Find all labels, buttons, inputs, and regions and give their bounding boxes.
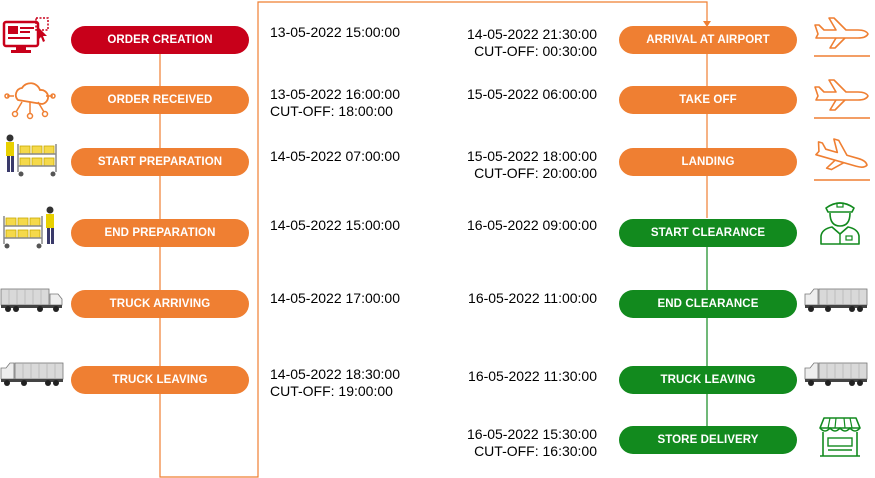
step-truck-leaving: TRUCK LEAVING xyxy=(71,366,249,394)
step-time: 16-05-2022 15:30:00 CUT-OFF: 16:30:00 xyxy=(397,426,597,460)
timestamp: 14-05-2022 17:00:00 xyxy=(270,290,400,306)
timestamp: 16-05-2022 11:00:00 xyxy=(468,290,597,306)
step-end-preparation: END PREPARATION xyxy=(71,219,249,247)
timestamp: 15-05-2022 06:00:00 xyxy=(467,86,597,102)
truck-icon xyxy=(804,360,868,388)
timestamp: 15-05-2022 18:00:00 xyxy=(467,148,597,164)
customs-officer-icon xyxy=(818,196,862,246)
step-label: LANDING xyxy=(681,156,735,168)
step-label: START CLEARANCE xyxy=(650,227,766,239)
step-order-creation: ORDER CREATION xyxy=(71,26,249,54)
step-order-received: ORDER RECEIVED xyxy=(71,86,249,114)
step-label: TRUCK LEAVING xyxy=(112,374,208,386)
timestamp: 13-05-2022 15:00:00 xyxy=(270,24,400,40)
step-time: 13-05-2022 15:00:00 xyxy=(270,24,400,41)
step-label: ORDER CREATION xyxy=(107,34,213,46)
step-label: TAKE OFF xyxy=(679,94,737,106)
cart-worker-icon xyxy=(2,204,60,250)
worker-cart-icon xyxy=(2,132,60,178)
cloud-network-icon xyxy=(4,78,56,122)
step-label: ORDER RECEIVED xyxy=(107,94,213,106)
step-truck-arriving: TRUCK ARRIVING xyxy=(71,290,249,318)
connector-arrowhead xyxy=(703,21,711,27)
left-timeline-line xyxy=(159,1,708,478)
step-time: 14-05-2022 17:00:00 xyxy=(270,290,400,307)
timestamp: 16-05-2022 15:30:00 xyxy=(467,426,597,442)
computer-order-icon xyxy=(2,16,52,56)
step-take-off: TAKE OFF xyxy=(619,86,797,114)
step-arrival-at-airport: ARRIVAL AT AIRPORT xyxy=(619,26,797,54)
step-time: 14-05-2022 21:30:00 CUT-OFF: 00:30:00 xyxy=(397,26,597,60)
timestamp: 14-05-2022 15:00:00 xyxy=(270,217,400,233)
timestamp: 14-05-2022 07:00:00 xyxy=(270,148,400,164)
airplane-landing-icon xyxy=(812,136,872,182)
timestamp: 13-05-2022 16:00:00 xyxy=(270,86,400,102)
step-time: 14-05-2022 07:00:00 xyxy=(270,148,400,165)
step-end-clearance: END CLEARANCE xyxy=(619,290,797,318)
truck-icon xyxy=(0,360,64,388)
step-time: 15-05-2022 06:00:00 xyxy=(397,86,597,103)
timestamp: 16-05-2022 11:30:00 xyxy=(468,368,597,384)
timestamp: 16-05-2022 09:00:00 xyxy=(467,217,597,233)
step-store-delivery: STORE DELIVERY xyxy=(619,426,797,454)
cutoff-time: CUT-OFF: 00:30:00 xyxy=(474,43,597,59)
airplane-icon xyxy=(812,74,872,120)
step-time: 14-05-2022 18:30:00 CUT-OFF: 19:00:00 xyxy=(270,366,400,400)
step-time: 16-05-2022 09:00:00 xyxy=(397,217,597,234)
step-time: 14-05-2022 15:00:00 xyxy=(270,217,400,234)
timestamp: 14-05-2022 21:30:00 xyxy=(467,26,597,42)
airplane-icon xyxy=(812,12,872,58)
cutoff-time: CUT-OFF: 20:00:00 xyxy=(474,165,597,181)
timestamp: 14-05-2022 18:30:00 xyxy=(270,366,400,382)
step-time: 13-05-2022 16:00:00 CUT-OFF: 18:00:00 xyxy=(270,86,400,120)
step-time: 16-05-2022 11:30:00 xyxy=(397,368,597,385)
step-label: START PREPARATION xyxy=(97,156,223,168)
step-start-clearance: START CLEARANCE xyxy=(619,219,797,247)
step-label: TRUCK ARRIVING xyxy=(109,298,211,310)
cutoff-time: CUT-OFF: 19:00:00 xyxy=(270,383,393,399)
step-time: 16-05-2022 11:00:00 xyxy=(397,290,597,307)
step-start-preparation: START PREPARATION xyxy=(71,148,249,176)
step-label: END PREPARATION xyxy=(104,227,216,239)
cutoff-time: CUT-OFF: 18:00:00 xyxy=(270,103,393,119)
step-label: TRUCK LEAVING xyxy=(660,374,756,386)
truck-icon xyxy=(0,286,64,314)
step-landing: LANDING xyxy=(619,148,797,176)
step-truck-leaving-store: TRUCK LEAVING xyxy=(619,366,797,394)
cutoff-time: CUT-OFF: 16:30:00 xyxy=(474,443,597,459)
step-label: ARRIVAL AT AIRPORT xyxy=(646,34,770,46)
step-label: END CLEARANCE xyxy=(657,298,759,310)
store-icon xyxy=(818,414,862,460)
step-time: 15-05-2022 18:00:00 CUT-OFF: 20:00:00 xyxy=(397,148,597,182)
truck-icon xyxy=(804,286,868,314)
step-label: STORE DELIVERY xyxy=(657,434,759,446)
